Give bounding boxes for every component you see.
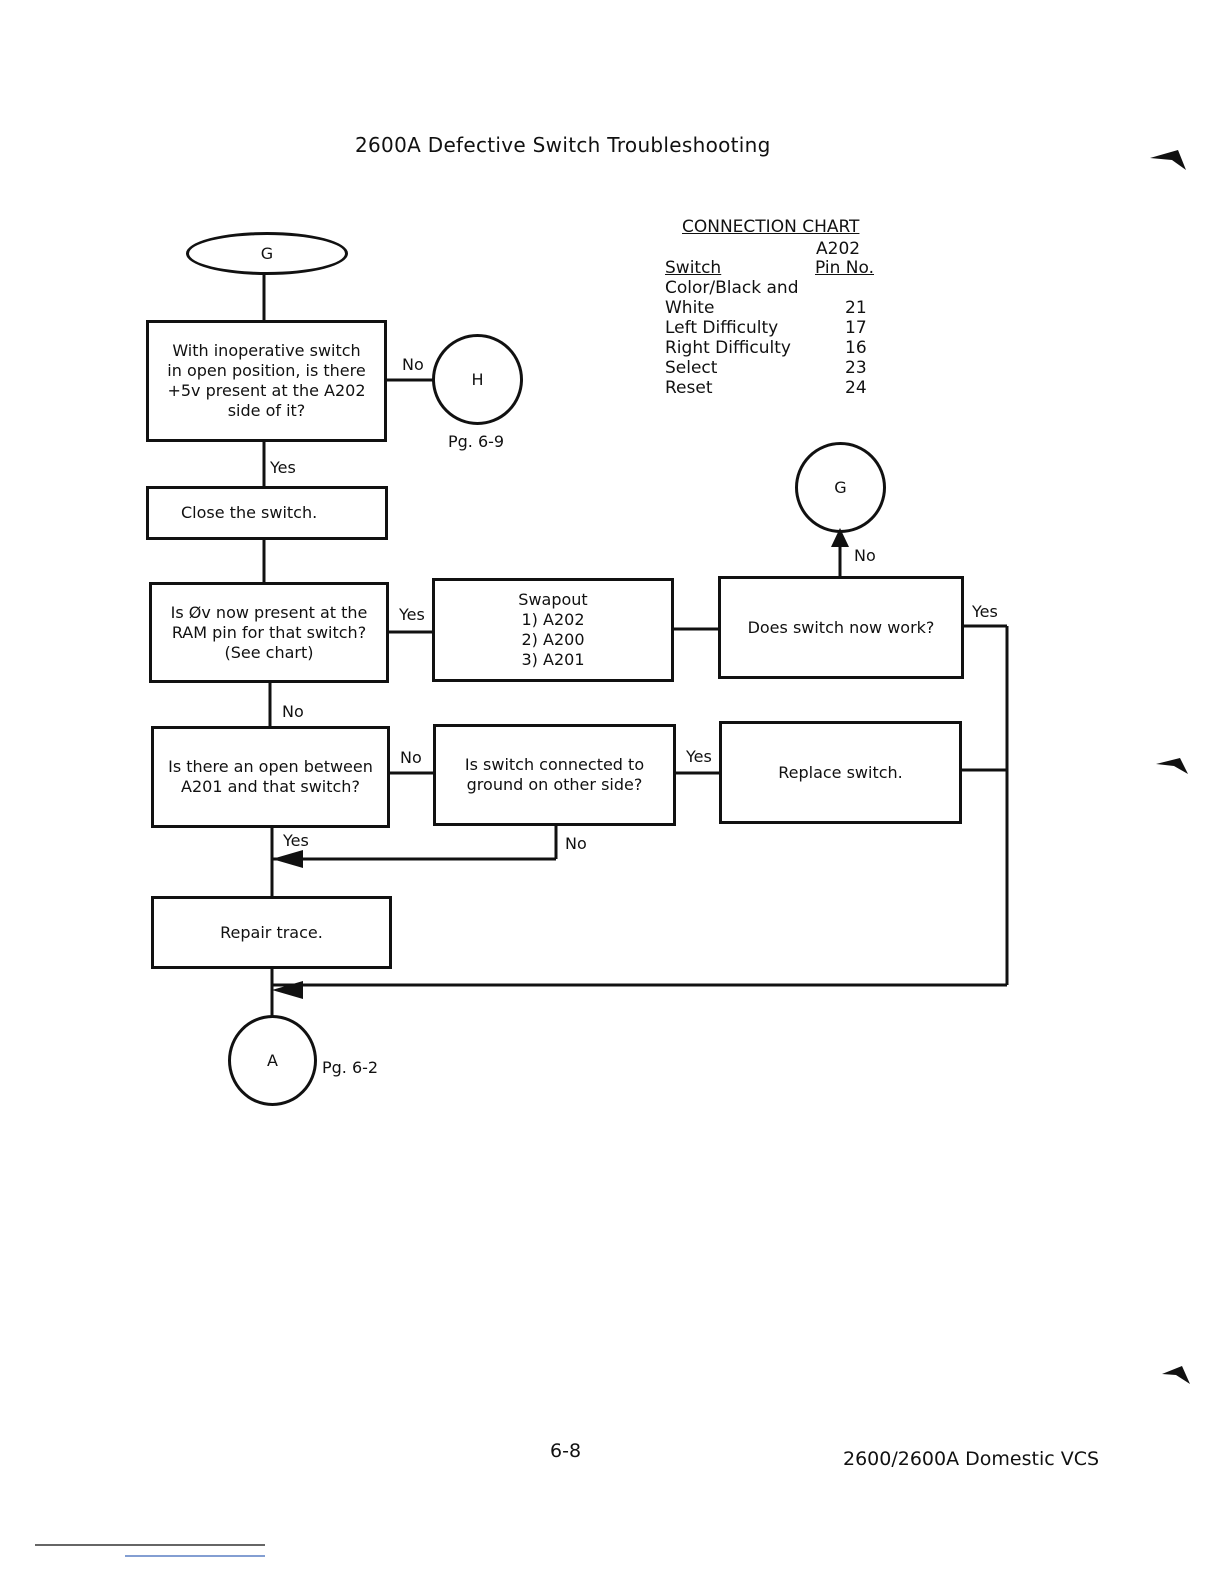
connection-chart-col-top: A202: [816, 239, 861, 259]
arrowhead-bottom-return: [272, 981, 303, 999]
edge-label-ground-no: No: [565, 834, 587, 853]
connector-g: G: [795, 442, 886, 533]
edge-label-open-yes: Yes: [283, 831, 309, 850]
start-oval-label: G: [260, 244, 274, 263]
decision-ground-text: Is switch connected to ground on other s…: [464, 755, 645, 794]
product-name: 2600/2600A Domestic VCS: [843, 1448, 1100, 1470]
edge-label-works-yes: Yes: [972, 602, 998, 621]
arrowhead-ground-no: [272, 850, 303, 868]
connector-h-label: H: [471, 370, 484, 389]
decision-0v-text: Is Øv now present at the RAM pin for tha…: [170, 602, 368, 662]
decision-open-between: Is there an open between A201 and that s…: [151, 726, 390, 828]
chart-row-name: Color/Black and: [665, 278, 799, 298]
decision-5v-text: With inoperative switch in open position…: [167, 341, 366, 420]
decision-5v-present: With inoperative switch in open position…: [146, 320, 387, 442]
binder-mark-bottom: [1162, 1366, 1190, 1384]
chart-row-name: Right Difficulty: [665, 338, 791, 358]
connector-g-label: G: [834, 478, 847, 497]
connection-chart-col-pin: Pin No.: [815, 258, 875, 278]
edge-label-q0v-no: No: [282, 702, 304, 721]
edge-label-q5v-yes: Yes: [270, 458, 296, 477]
decision-switch-works: Does switch now work?: [718, 576, 964, 679]
action-repair-trace-text: Repair trace.: [220, 922, 323, 942]
decision-ground: Is switch connected to ground on other s…: [433, 724, 676, 826]
start-oval-g: G: [186, 232, 348, 275]
chart-row-pin: 16: [845, 338, 867, 358]
action-swapout-text: Swapout 1) A202 2) A200 3) A201: [518, 590, 588, 669]
decision-0v-present: Is Øv now present at the RAM pin for tha…: [149, 582, 389, 683]
page-title: 2600A Defective Switch Troubleshooting: [355, 133, 771, 157]
connector-h: H: [432, 334, 523, 425]
connector-a-label: A: [267, 1051, 278, 1070]
action-close-switch-text: Close the switch.: [181, 503, 318, 522]
chart-row-pin: 23: [845, 358, 867, 378]
action-close-switch: Close the switch.: [146, 486, 388, 540]
decision-switch-works-text: Does switch now work?: [747, 617, 935, 637]
decision-open-between-text: Is there an open between A201 and that s…: [168, 757, 373, 796]
edge-label-open-no: No: [400, 748, 422, 767]
action-repair-trace: Repair trace.: [151, 896, 392, 969]
action-replace-switch-text: Replace switch.: [778, 762, 903, 782]
binder-mark-top: [1150, 150, 1186, 170]
edge-label-q0v-yes: Yes: [399, 605, 425, 624]
connector-a-page-ref: Pg. 6-2: [322, 1058, 379, 1077]
connector-a: A: [228, 1015, 317, 1106]
chart-row-name: Left Difficulty: [665, 318, 779, 338]
edge-label-ground-yes: Yes: [686, 747, 712, 766]
edge-label-q5v-no: No: [402, 355, 424, 374]
connector-h-page-ref: Pg. 6-9: [448, 432, 505, 451]
chart-row-name: Reset: [665, 378, 713, 398]
connection-chart-col-switch: Switch: [665, 258, 722, 278]
chart-row-pin: 21: [845, 298, 867, 318]
action-swapout: Swapout 1) A202 2) A200 3) A201: [432, 578, 674, 682]
chart-row-pin: 24: [845, 378, 867, 398]
arrowhead-to-g: [831, 528, 849, 547]
binder-mark-middle: [1156, 758, 1188, 774]
edge-label-works-no: No: [854, 546, 876, 565]
connection-chart-title: CONNECTION CHART: [682, 217, 860, 237]
chart-row-name: White: [665, 298, 715, 318]
chart-row-name: Select: [665, 358, 718, 378]
action-replace-switch: Replace switch.: [719, 721, 962, 824]
chart-row-pin: 17: [845, 318, 867, 338]
page-number: 6-8: [550, 1440, 582, 1462]
